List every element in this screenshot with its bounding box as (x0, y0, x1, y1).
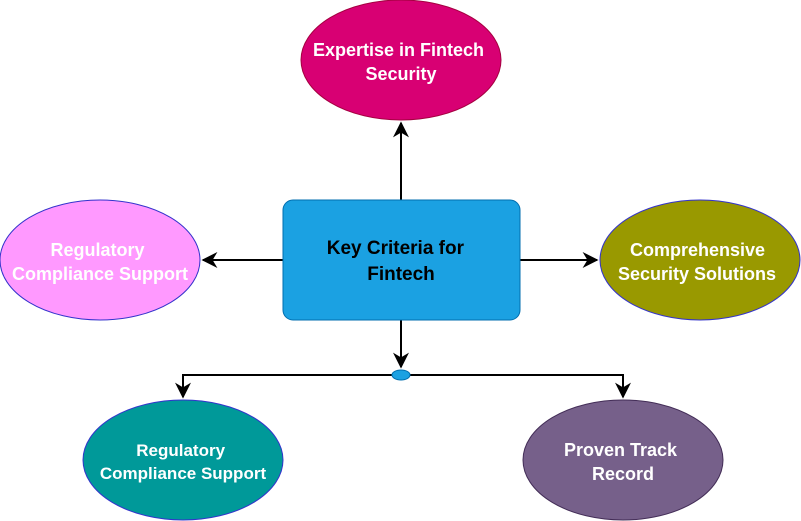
junction-node (391, 369, 411, 381)
node-bottom-left-shape (82, 399, 284, 521)
node-left-label-line1: Regulatory (50, 240, 144, 260)
node-left-shape (0, 199, 201, 321)
node-right-label-line2: Security Solutions (618, 264, 776, 284)
arrow-junction-to-bottom-right (410, 374, 631, 399)
center-node-label-line1: Key Criteria for (327, 238, 465, 259)
center-node[interactable]: Key Criteria for Fintech (282, 199, 521, 321)
node-top[interactable]: Expertise in Fintech Security (300, 0, 502, 121)
node-left-label-line2: Compliance Support (12, 264, 188, 284)
node-bottom-right-label: Proven Track Record (564, 440, 682, 484)
node-left-label: Regulatory Compliance Support (12, 240, 188, 284)
center-node-label: Key Criteria for Fintech (327, 238, 470, 285)
node-bottom-left-label-line1: Regulatory (136, 441, 225, 460)
arrow-junction-to-bottom-left (175, 374, 392, 399)
node-right-label-line1: Comprehensive (630, 240, 765, 260)
node-right-label: Comprehensive Security Solutions (618, 240, 776, 284)
node-bottom-right-shape (522, 399, 724, 521)
node-bottom-left[interactable]: Regulatory Compliance Support (82, 399, 284, 521)
center-node-shape (282, 199, 521, 321)
connectors (175, 121, 631, 399)
node-bottom-right-label-line2: Record (592, 464, 654, 484)
node-right-shape (599, 199, 801, 321)
node-bottom-right[interactable]: Proven Track Record (522, 399, 724, 521)
node-top-label-line1: Expertise in Fintech (313, 40, 484, 60)
node-top-label: Expertise in Fintech Security (313, 40, 489, 84)
node-bottom-left-label: Regulatory Compliance Support (100, 441, 267, 483)
center-node-label-line2: Fintech (367, 264, 435, 285)
node-bottom-left-label-line2: Compliance Support (100, 464, 267, 483)
node-top-label-line2: Security (365, 64, 436, 84)
node-left[interactable]: Regulatory Compliance Support (0, 199, 201, 321)
node-right[interactable]: Comprehensive Security Solutions (599, 199, 801, 321)
node-top-shape (300, 0, 502, 121)
node-bottom-right-label-line1: Proven Track (564, 440, 678, 460)
